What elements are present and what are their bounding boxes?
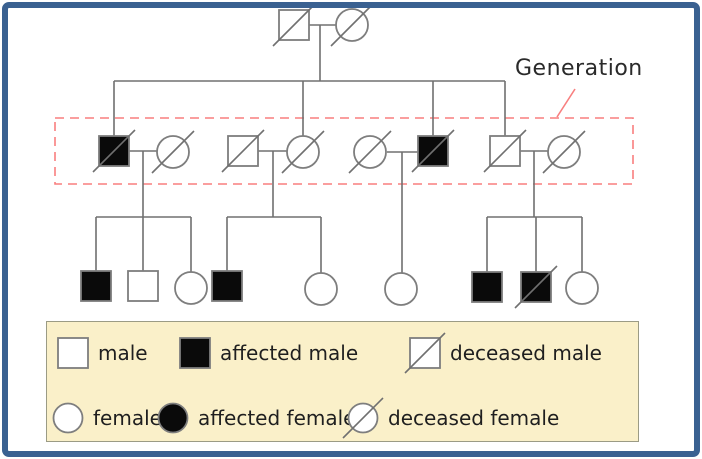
deceased-female-icon — [342, 397, 384, 439]
legend-box: male affected male deceased male female … — [46, 321, 639, 442]
individual-III-6 — [384, 272, 418, 306]
individual-I-1 — [272, 3, 316, 47]
individual-II-3 — [221, 129, 265, 173]
deceased-slash — [542, 130, 586, 174]
deceased-slash — [92, 129, 136, 173]
individual-III-5 — [304, 272, 338, 306]
deceased-slash — [151, 130, 195, 174]
legend-item-deceased-male: deceased male — [403, 331, 602, 375]
deceased-slash — [281, 130, 325, 174]
legend-label-female: female — [93, 406, 162, 430]
individual-III-2 — [127, 270, 159, 302]
individual-II-1 — [92, 129, 136, 173]
individual-III-9 — [565, 271, 599, 305]
individual-II-8 — [542, 130, 586, 174]
legend-label-deceased-female: deceased female — [388, 406, 560, 430]
deceased-slash — [348, 130, 392, 174]
affected-male-icon — [179, 337, 211, 369]
individual-III-1 — [80, 270, 112, 302]
generation-pointer-line — [556, 88, 576, 118]
individual-II-4 — [281, 130, 325, 174]
generation-highlight-box — [54, 117, 634, 185]
individual-III-4 — [211, 270, 243, 302]
individual-II-6 — [411, 129, 455, 173]
legend-label-affected-male: affected male — [220, 341, 359, 365]
individual-II-2 — [151, 130, 195, 174]
male-icon — [57, 337, 89, 369]
individual-II-7 — [483, 129, 527, 173]
legend-label-male: male — [98, 341, 148, 365]
individual-III-7 — [471, 271, 503, 303]
deceased-slash — [514, 265, 558, 309]
legend-item-female: female — [46, 396, 162, 440]
deceased-slash — [483, 129, 527, 173]
generation-label: Generation — [515, 56, 643, 81]
individual-III-8 — [514, 265, 558, 309]
deceased-slash — [272, 3, 316, 47]
female-icon — [52, 402, 84, 434]
individual-III-3 — [174, 271, 208, 305]
legend-label-affected-female: affected female — [198, 406, 356, 430]
affected-female-icon — [157, 402, 189, 434]
deceased-slash — [221, 129, 265, 173]
deceased-male-icon — [404, 332, 446, 374]
deceased-slash — [330, 3, 374, 47]
deceased-slash — [411, 129, 455, 173]
legend-label-deceased-male: deceased male — [450, 341, 602, 365]
individual-II-5 — [348, 130, 392, 174]
legend-item-affected-female: affected female — [151, 396, 355, 440]
legend-item-male: male — [51, 331, 148, 375]
legend-item-affected-male: affected male — [173, 331, 358, 375]
legend-item-deceased-female: deceased female — [341, 396, 559, 440]
individual-I-2 — [330, 3, 374, 47]
